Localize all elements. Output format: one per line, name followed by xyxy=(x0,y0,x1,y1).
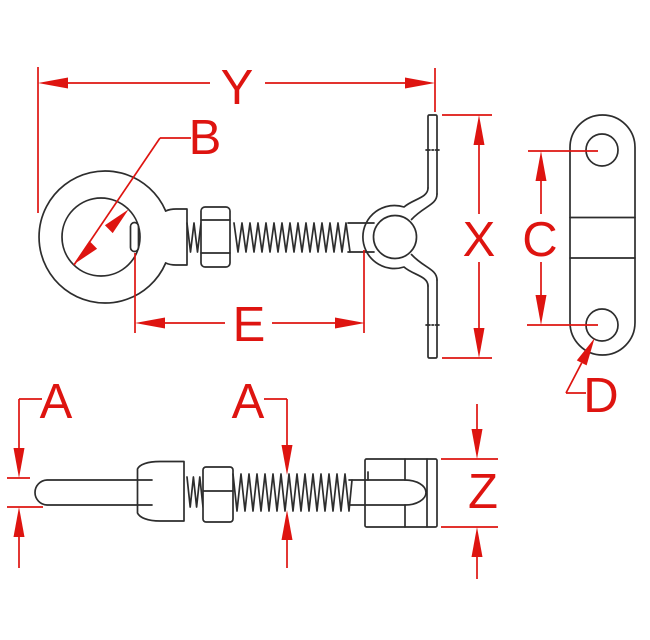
arrowhead-left xyxy=(135,317,165,329)
shank-end-in-eye xyxy=(129,221,140,253)
arrowhead xyxy=(576,338,595,366)
arrowhead-up xyxy=(473,115,485,145)
hinge-knuckle-inner-upper xyxy=(410,193,438,221)
boss-shoulder-bottom xyxy=(136,460,185,522)
label-B: B xyxy=(189,111,222,165)
label-D: D xyxy=(583,369,618,423)
hex-nut xyxy=(200,206,231,268)
hinge-knuckle-inner-lower xyxy=(410,253,438,281)
hex-nut-bottom xyxy=(202,466,234,523)
strap-outline xyxy=(569,114,636,356)
arrowhead-up xyxy=(535,151,547,181)
arrowhead-up xyxy=(471,527,483,557)
thread-stub-bottom xyxy=(186,476,204,508)
eye-bolt-top-down-view xyxy=(34,458,438,528)
thread-stub xyxy=(186,222,202,253)
label-A-left: A xyxy=(40,375,73,429)
dimension-B: B xyxy=(73,111,222,266)
label-X: X xyxy=(463,213,496,267)
arrowhead-down xyxy=(473,328,485,358)
label-E: E xyxy=(233,298,266,352)
dimension-A-right: A xyxy=(232,375,293,568)
eye-inner-hole xyxy=(61,197,141,277)
threaded-shank xyxy=(233,222,351,253)
arrowhead-left xyxy=(38,77,68,89)
arrowhead-down xyxy=(535,295,547,325)
arrowhead-lower xyxy=(73,240,98,265)
label-C: C xyxy=(522,213,557,267)
dimension-A-left: A xyxy=(7,375,73,568)
arrowhead-up xyxy=(281,510,293,540)
boss-shoulder xyxy=(164,208,188,266)
dimension-X: X xyxy=(442,114,496,359)
eye-outer-ring xyxy=(38,170,167,304)
hinge-knuckle-outer xyxy=(362,187,429,287)
dimension-D: D xyxy=(565,338,619,423)
arrowhead-upper xyxy=(104,209,129,234)
label-A-right: A xyxy=(232,375,265,429)
eye-bolt-side-view xyxy=(38,114,440,359)
arrowhead-up xyxy=(13,507,25,537)
hinge-pin xyxy=(372,214,418,260)
dimension-Y: Y xyxy=(37,61,436,213)
arrowhead-down xyxy=(13,448,25,478)
threaded-shank-bottom xyxy=(232,473,353,512)
strap-edge-view xyxy=(362,114,440,359)
dimension-Z: Z xyxy=(441,404,498,579)
arrowhead-down xyxy=(281,445,293,475)
strap-front-view xyxy=(569,114,636,356)
label-Y: Y xyxy=(221,61,254,115)
strap-hole-top xyxy=(585,133,619,167)
bracket-edge-view xyxy=(364,458,438,528)
rod-end-cap xyxy=(404,479,427,506)
label-Z: Z xyxy=(468,465,498,519)
arrowhead-down xyxy=(471,429,483,459)
arrowhead-right xyxy=(405,77,435,89)
dimension-E: E xyxy=(134,250,365,352)
dimension-C: C xyxy=(522,150,598,326)
eye-blade xyxy=(34,479,153,506)
arrowhead-right xyxy=(335,317,365,329)
